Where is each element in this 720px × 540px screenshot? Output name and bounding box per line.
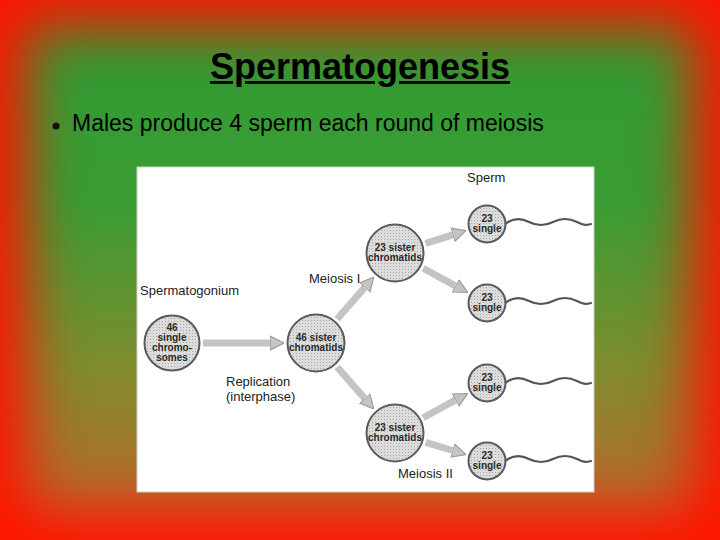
cell-circle: 23 sister chromatids <box>365 223 425 283</box>
process-arrow <box>426 235 453 244</box>
sperm-cell: 23 single <box>467 441 507 481</box>
process-arrow <box>337 367 365 398</box>
sperm-tail <box>505 378 591 384</box>
chromosome-count: 23 single <box>473 451 502 471</box>
process-arrow <box>426 442 453 450</box>
chromosome-count: 46 sister chromatids <box>289 333 343 353</box>
stage-label: Replication (interphase) <box>226 374 295 404</box>
sperm-cell: 23 single <box>467 363 507 403</box>
circle-shape <box>367 405 424 462</box>
circle-shape <box>469 443 506 480</box>
cell-circle: Spermatogonium46 single chromo- somes <box>143 314 201 372</box>
process-arrow <box>423 400 455 418</box>
circle-shape <box>367 225 424 282</box>
cell-name: Spermatogonium <box>140 283 239 298</box>
circle-shape <box>469 285 506 322</box>
chromosome-count: 23 single <box>473 293 502 313</box>
sperm-tail <box>505 456 591 462</box>
sperm-cell: 23 single <box>467 204 507 244</box>
bullet-dot <box>53 123 60 130</box>
cell-circle: 23 sister chromatids <box>365 403 425 463</box>
process-arrow <box>423 268 455 286</box>
sperm-tail <box>505 219 591 225</box>
chromosome-count: 23 single <box>473 373 502 393</box>
bullet-text: Males produce 4 sperm each round of meio… <box>72 110 544 137</box>
sperm-tails <box>505 219 591 462</box>
circle-shape <box>145 316 200 371</box>
chromosome-count: 23 sister chromatids <box>368 243 422 263</box>
column-heading: Sperm <box>467 170 505 185</box>
cell-circle: 46 sister chromatids <box>286 313 346 373</box>
circle-shape <box>469 206 506 243</box>
sperm-cell: 23 single <box>467 283 507 323</box>
chromosome-count: 23 sister chromatids <box>368 423 422 443</box>
process-arrow <box>337 288 365 319</box>
figure-panel <box>137 167 594 492</box>
circle-shape <box>469 365 506 402</box>
slide-title: Spermatogenesis <box>0 46 720 88</box>
stage-label: Meiosis I <box>309 271 360 286</box>
stage-label: Meiosis II <box>398 466 453 481</box>
sperm-tail <box>505 298 591 304</box>
chromosome-count: 23 single <box>473 214 502 234</box>
chromosome-count: 46 single chromo- somes <box>152 323 192 363</box>
circle-shape <box>288 315 345 372</box>
process-arrow <box>203 340 270 347</box>
